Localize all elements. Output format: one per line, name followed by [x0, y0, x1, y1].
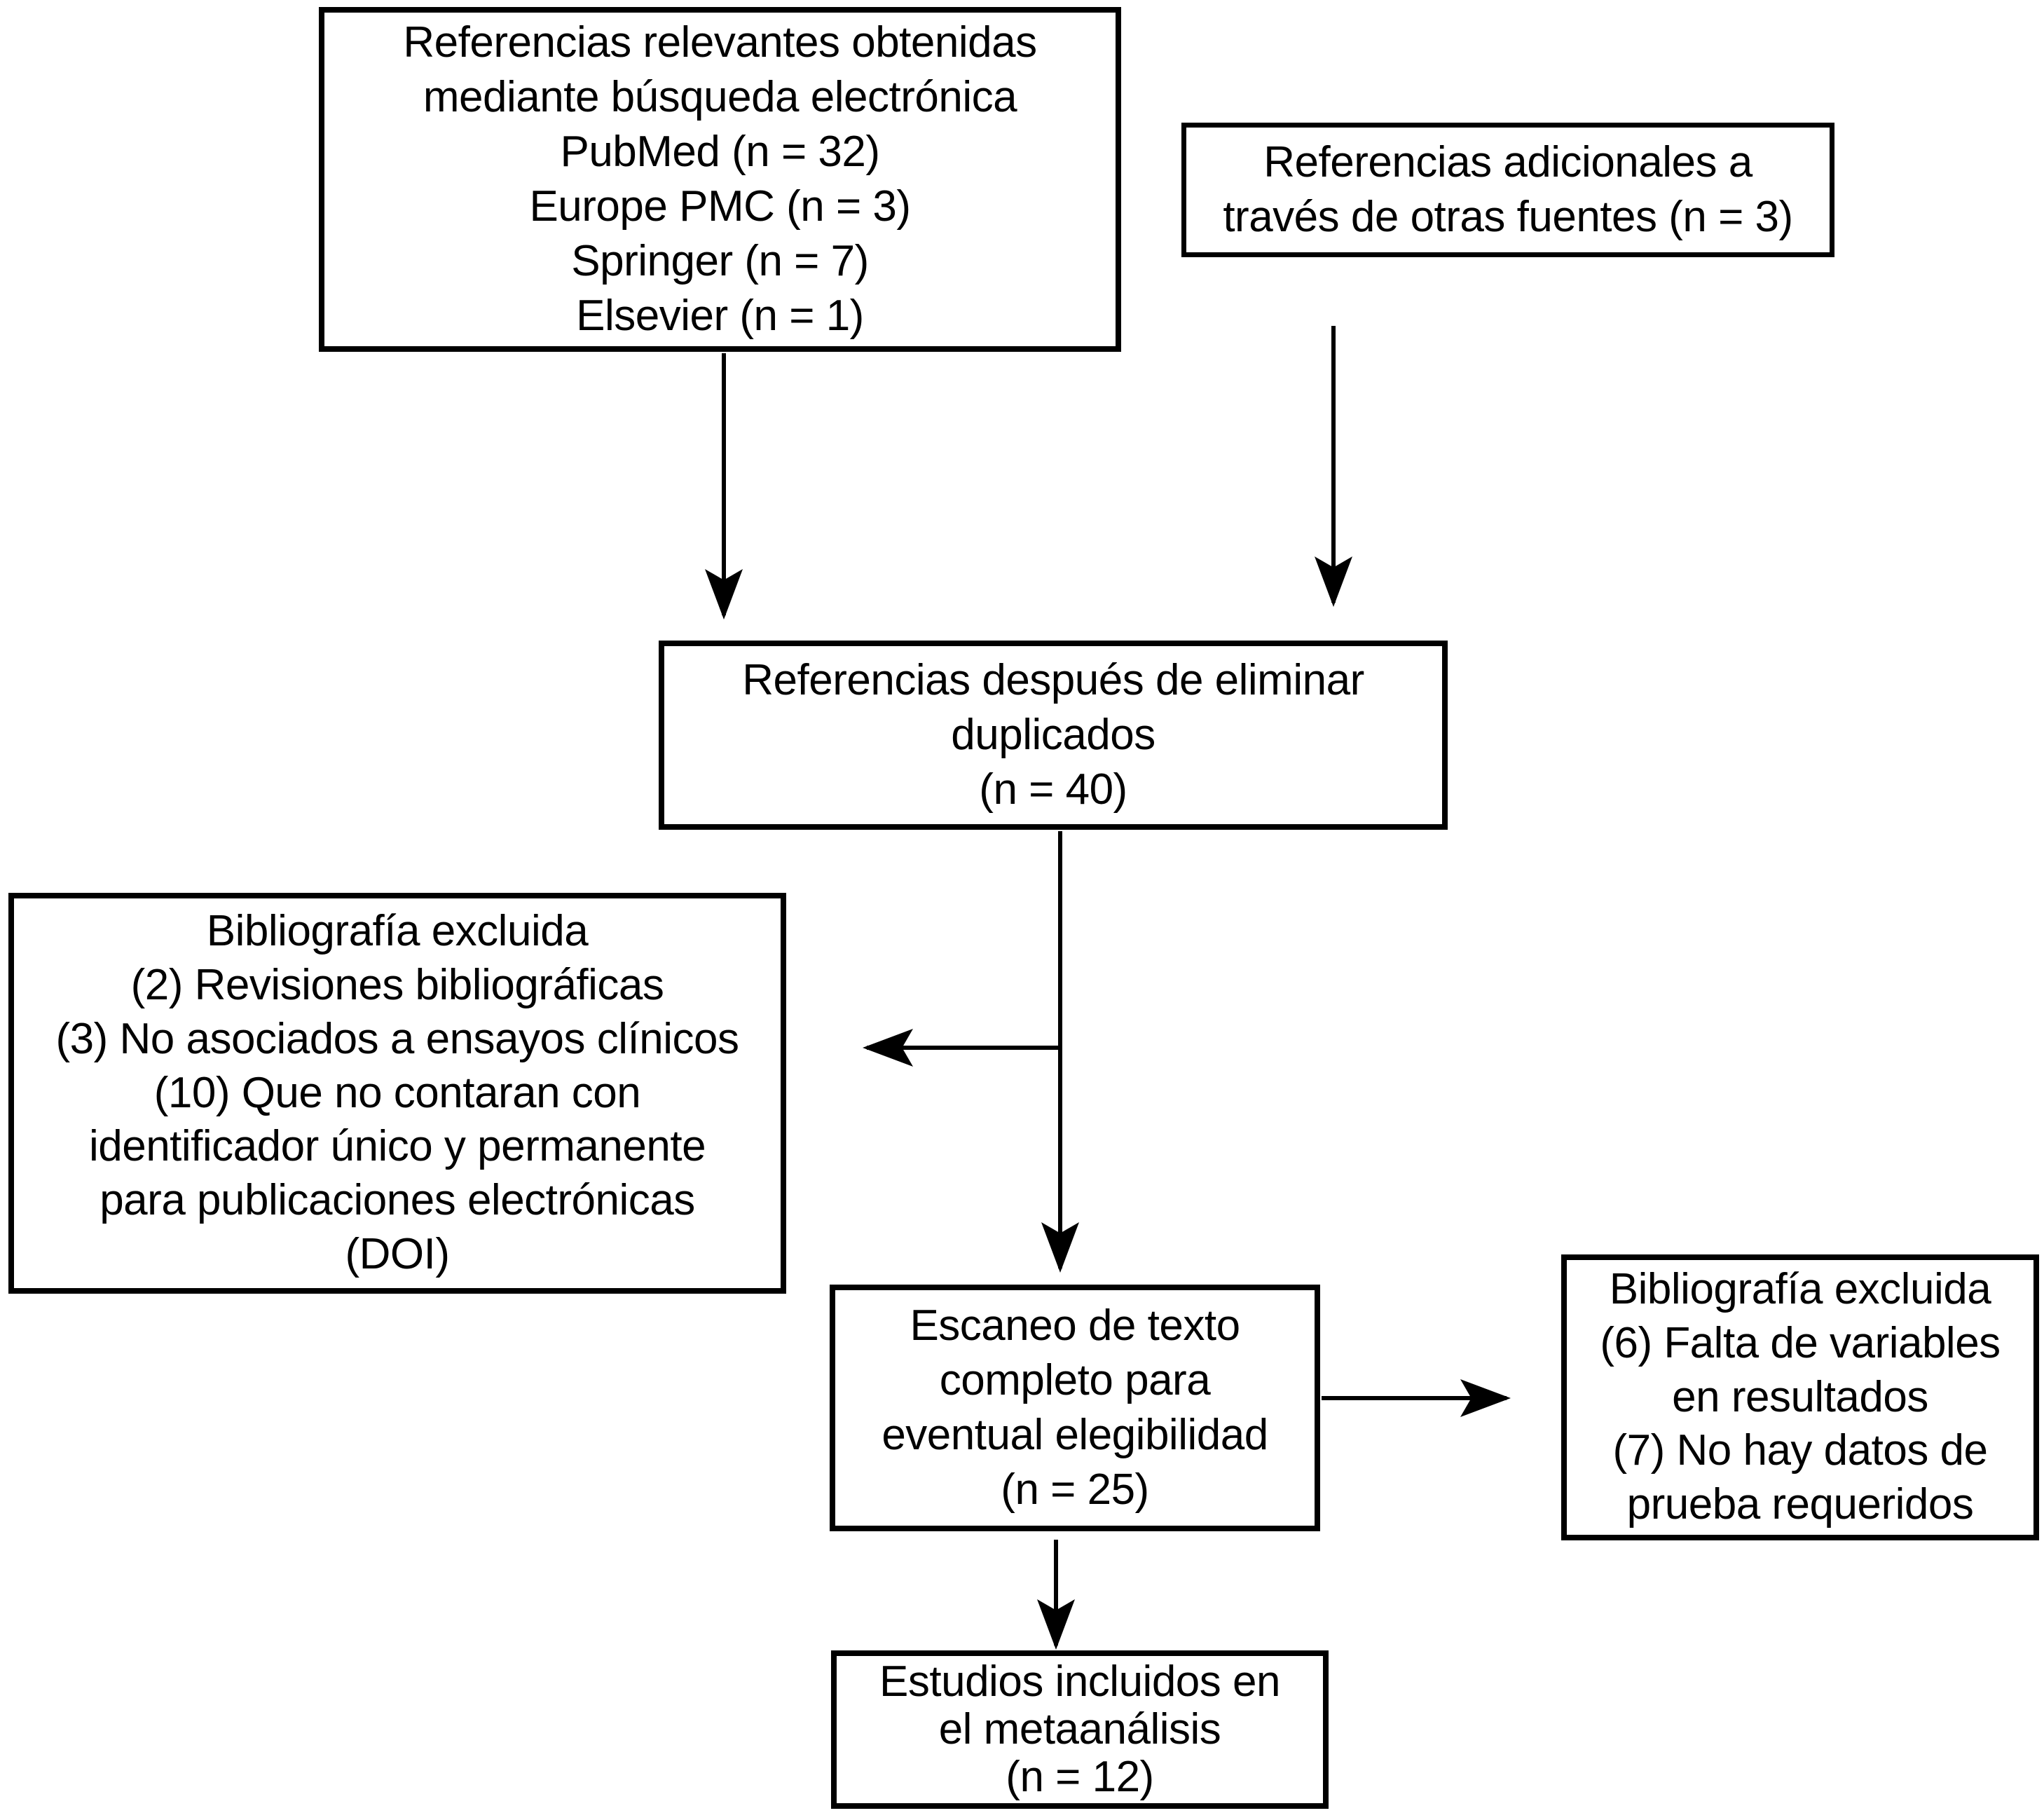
text-line: duplicados: [951, 710, 1155, 759]
text-line: (2) Revisiones bibliográficas: [130, 960, 664, 1009]
box-full-text-screening: Escaneo de texto completo para eventual …: [830, 1285, 1320, 1531]
text-line: completo para: [939, 1355, 1211, 1404]
text-line: Referencias después de eliminar: [742, 655, 1364, 704]
text-line: través de otras fuentes (n = 3): [1223, 193, 1793, 241]
text-line: en resultados: [1672, 1372, 1928, 1421]
text-line: Referencias relevantes obtenidas: [403, 18, 1037, 67]
text-line: Referencias adicionales a: [1263, 137, 1753, 186]
text-line: (10) Que no contaran con: [153, 1068, 641, 1117]
box-excluded-screening: Bibliografía excluida (2) Revisiones bib…: [8, 893, 786, 1294]
text-line: (6) Falta de variables: [1600, 1318, 2001, 1367]
text-line: (n = 12): [1006, 1753, 1154, 1802]
text-line: Europe PMC (n = 3): [529, 182, 911, 231]
text-line: Elsevier (n = 1): [576, 292, 864, 341]
text-line: (n = 40): [979, 765, 1127, 814]
text-line: para publicaciones electrónicas: [100, 1176, 695, 1225]
text-line: el metaanálisis: [938, 1704, 1221, 1753]
text-line: prueba requeridos: [1626, 1480, 1974, 1529]
text-line: (DOI): [345, 1230, 450, 1279]
text-line: mediante búsqueda electrónica: [423, 72, 1017, 121]
text-line: (3) No asociados a ensayos clínicos: [55, 1014, 739, 1063]
text-line: Escaneo de texto: [910, 1301, 1240, 1350]
text-line: PubMed (n = 32): [560, 127, 880, 176]
box-after-duplicates: Referencias después de eliminar duplicad…: [659, 641, 1448, 830]
text-line: Springer (n = 7): [571, 237, 869, 286]
box-electronic-sources: Referencias relevantes obtenidas mediant…: [319, 7, 1121, 352]
text-line: Bibliografía excluida: [1609, 1264, 1991, 1313]
box-excluded-full-text: Bibliografía excluida (6) Falta de varia…: [1561, 1254, 2039, 1540]
box-additional-sources: Referencias adicionales a través de otra…: [1181, 123, 1834, 257]
text-line: (n = 25): [1001, 1465, 1149, 1514]
text-line: Estudios incluidos en: [879, 1657, 1280, 1706]
text-line: (7) No hay datos de: [1612, 1426, 1988, 1475]
text-line: eventual elegibilidad: [882, 1411, 1268, 1459]
box-included-studies: Estudios incluidos en el metaanálisis (n…: [831, 1650, 1329, 1809]
text-line: identificador único y permanente: [88, 1122, 706, 1171]
text-line: Bibliografía excluida: [206, 906, 589, 955]
